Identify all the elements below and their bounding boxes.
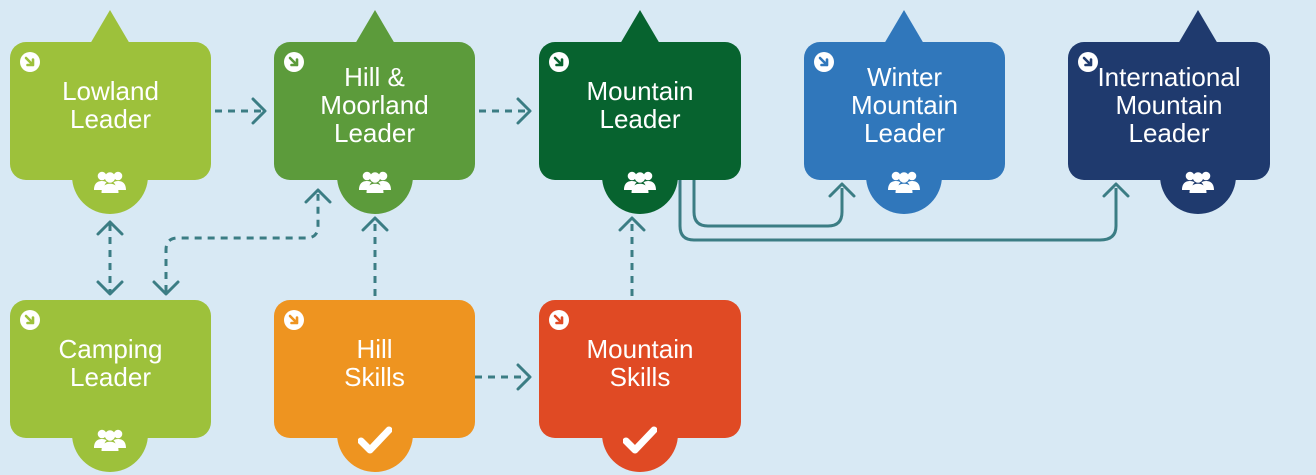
international-top-tab	[1178, 10, 1218, 44]
winter-title-line: Leader	[864, 118, 945, 148]
group-icon	[93, 426, 127, 457]
group-icon	[358, 168, 392, 199]
arrow-down-right-icon[interactable]	[284, 310, 304, 330]
camping-title-line: Camping	[58, 334, 163, 364]
arrowhead-icon	[828, 182, 856, 198]
international-title-line: Mountain	[1115, 90, 1223, 120]
arrowhead-icon	[96, 280, 124, 296]
hill-moorland-title-line: Hill &	[344, 62, 405, 92]
arrowhead-icon	[361, 216, 389, 232]
mountain-leader-title-line: Leader	[599, 104, 681, 134]
arrow-down-right-icon[interactable]	[284, 52, 304, 72]
hill-moorland-top-tab	[355, 10, 395, 44]
lowland-title-line: Lowland	[62, 76, 159, 106]
group-icon	[623, 168, 657, 199]
arrow-down-right-icon[interactable]	[20, 52, 40, 72]
mountain-leader-top-tab	[620, 10, 660, 44]
hill-moorland-title-line: Moorland	[320, 90, 429, 120]
arrow-down-right-icon[interactable]	[549, 52, 569, 72]
hill-skills-title-line: Skills	[344, 362, 405, 392]
connector-mountain-leader-to-international	[678, 180, 1118, 242]
group-icon	[887, 168, 921, 199]
arrowhead-icon	[251, 97, 267, 125]
connector-mountain-leader-to-winter	[692, 180, 844, 228]
international-title-line: Leader	[1128, 118, 1210, 148]
international-title-line: International	[1097, 62, 1241, 92]
arrowhead-icon	[304, 188, 332, 204]
arrowhead-icon	[1102, 182, 1130, 198]
group-icon	[1181, 168, 1215, 199]
arrow-down-right-icon[interactable]	[549, 310, 569, 330]
hill-skills-title-line: Hill	[356, 334, 393, 364]
arrow-down-right-icon[interactable]	[20, 310, 40, 330]
camping-title-line: Leader	[70, 362, 151, 392]
arrowhead-icon	[96, 220, 124, 236]
lowland-title-line: Leader	[70, 104, 151, 134]
arrow-down-right-icon[interactable]	[1078, 52, 1098, 72]
check-icon	[622, 426, 658, 459]
arrowhead-icon	[516, 97, 532, 125]
mountain-leader-title-line: Mountain	[586, 76, 694, 106]
winter-title-line: Mountain	[851, 90, 958, 120]
arrowhead-icon	[618, 216, 646, 232]
arrowhead-icon	[152, 280, 180, 296]
arrowhead-icon	[516, 363, 532, 391]
check-icon	[357, 426, 393, 459]
lowland-top-tab	[90, 10, 130, 44]
hill-moorland-title-line: Leader	[334, 118, 415, 148]
mountain-skills-title-line: Skills	[609, 362, 671, 392]
mountain-skills-title-line: Mountain	[586, 334, 694, 364]
arrow-down-right-icon[interactable]	[814, 52, 834, 72]
winter-top-tab	[884, 10, 924, 44]
connector-camping-to-hill-moorland	[164, 194, 320, 292]
group-icon	[93, 168, 127, 199]
winter-title-line: Winter	[866, 62, 943, 92]
